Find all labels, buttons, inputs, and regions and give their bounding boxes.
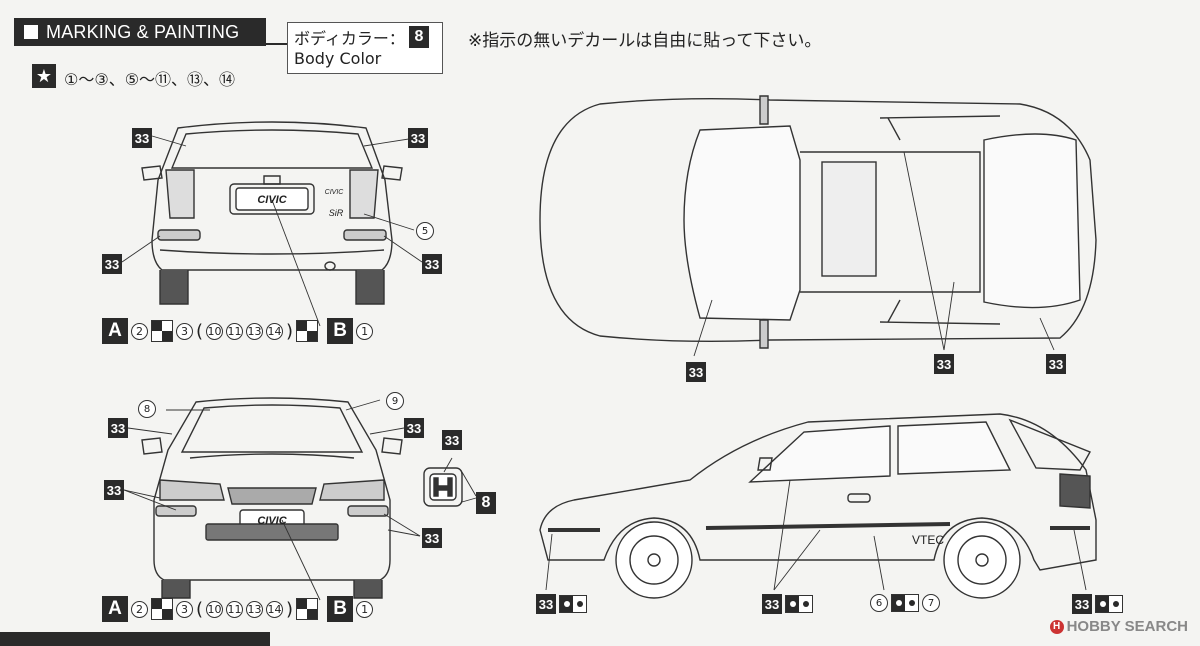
honda-emblem-large bbox=[423, 467, 463, 507]
option-a-badge: A bbox=[102, 596, 128, 622]
front-view-car bbox=[141, 397, 403, 599]
callout-33: 33 bbox=[104, 480, 124, 500]
callout-33: 33 bbox=[408, 128, 428, 148]
callout-33: 33 bbox=[762, 594, 782, 614]
checker-icon bbox=[151, 320, 173, 342]
decal-3: 3 bbox=[176, 322, 193, 340]
watermark-logo-icon: H bbox=[1049, 620, 1064, 635]
callout-8: 8 bbox=[476, 492, 496, 514]
front-plate-text: CIVIC bbox=[257, 515, 287, 527]
side-callout-group: 6 7 bbox=[870, 594, 940, 612]
decal-3: 3 bbox=[176, 600, 193, 618]
star-parts-list: ①～③、⑤～⑪、⑬、⑭ bbox=[64, 70, 236, 89]
option-b-badge: B bbox=[327, 596, 354, 622]
checker-icon bbox=[296, 320, 319, 342]
footer-bar bbox=[0, 632, 270, 646]
side-callout-group: 33 bbox=[536, 594, 587, 614]
decal-1: 1 bbox=[356, 322, 374, 340]
body-color-code: 8 bbox=[408, 26, 429, 48]
callout-7: 7 bbox=[922, 594, 940, 612]
callout-33: 33 bbox=[102, 254, 122, 274]
callout-33: 33 bbox=[442, 430, 462, 450]
side-callout-group: 33 bbox=[1072, 594, 1123, 614]
callout-33: 33 bbox=[422, 528, 442, 548]
callout-33: 33 bbox=[108, 418, 128, 438]
star-icon: ★ bbox=[32, 64, 56, 88]
callout-33: 33 bbox=[536, 594, 556, 614]
dot-pair-icon bbox=[785, 595, 813, 613]
decal-note: ※指示の無いデカールは自由に貼って下さい。 bbox=[468, 31, 822, 51]
top-view-car bbox=[539, 95, 1097, 349]
decal-13: 13 bbox=[246, 600, 264, 618]
decal-2: 2 bbox=[131, 322, 148, 340]
decal-14: 14 bbox=[266, 600, 284, 618]
callout-9: 9 bbox=[386, 392, 404, 410]
decal-13: 13 bbox=[246, 322, 264, 340]
rear-plate-text: CIVIC bbox=[257, 194, 287, 206]
callout-33: 33 bbox=[132, 128, 152, 148]
callout-33: 33 bbox=[1072, 594, 1092, 614]
callout-33: 33 bbox=[934, 354, 954, 374]
decal-1: 1 bbox=[356, 600, 374, 618]
dot-pair-icon bbox=[1095, 595, 1123, 613]
callout-5: 5 bbox=[416, 222, 434, 240]
callout-6: 6 bbox=[870, 594, 888, 612]
header-square-icon bbox=[24, 25, 38, 39]
rear-civic-badge: CIVIC bbox=[325, 189, 345, 196]
body-color-label-en: Body Color bbox=[294, 49, 382, 68]
decal-2: 2 bbox=[131, 600, 148, 618]
watermark-text: HOBBY SEARCH bbox=[1066, 618, 1188, 635]
front-decal-row: A 2 3 ( 10 11 13 14 ) B 1 bbox=[102, 596, 374, 622]
decal-10: 10 bbox=[206, 600, 224, 618]
checker-icon bbox=[151, 598, 173, 620]
dot-pair-icon bbox=[891, 594, 919, 612]
section-title: MARKING & PAINTING bbox=[46, 21, 240, 42]
body-color-box: ボディカラー： 8 Body Color bbox=[287, 22, 443, 74]
rear-view-car bbox=[141, 121, 403, 305]
decal-11: 11 bbox=[226, 322, 244, 340]
option-a-badge: A bbox=[102, 318, 128, 344]
section-header: MARKING & PAINTING bbox=[14, 18, 266, 46]
callout-33: 33 bbox=[422, 254, 442, 274]
callout-33: 33 bbox=[686, 362, 706, 382]
callout-33: 33 bbox=[1046, 354, 1066, 374]
rear-decal-row: A 2 3 ( 10 11 13 14 ) B 1 bbox=[102, 318, 374, 344]
rear-sir-badge: SiR bbox=[329, 208, 344, 218]
callout-33: 33 bbox=[404, 418, 424, 438]
checker-icon bbox=[296, 598, 319, 620]
header-rule bbox=[266, 43, 288, 45]
option-b-badge: B bbox=[327, 318, 354, 344]
side-view-car bbox=[539, 413, 1097, 599]
decal-10: 10 bbox=[206, 322, 224, 340]
decal-11: 11 bbox=[226, 600, 244, 618]
side-callout-group: 33 bbox=[762, 594, 813, 614]
dot-pair-icon bbox=[559, 595, 587, 613]
callout-8: 8 bbox=[138, 400, 156, 418]
side-vtec-text: VTEC bbox=[912, 533, 944, 547]
body-color-label-jp: ボディカラー： bbox=[294, 29, 405, 48]
decal-14: 14 bbox=[266, 322, 284, 340]
